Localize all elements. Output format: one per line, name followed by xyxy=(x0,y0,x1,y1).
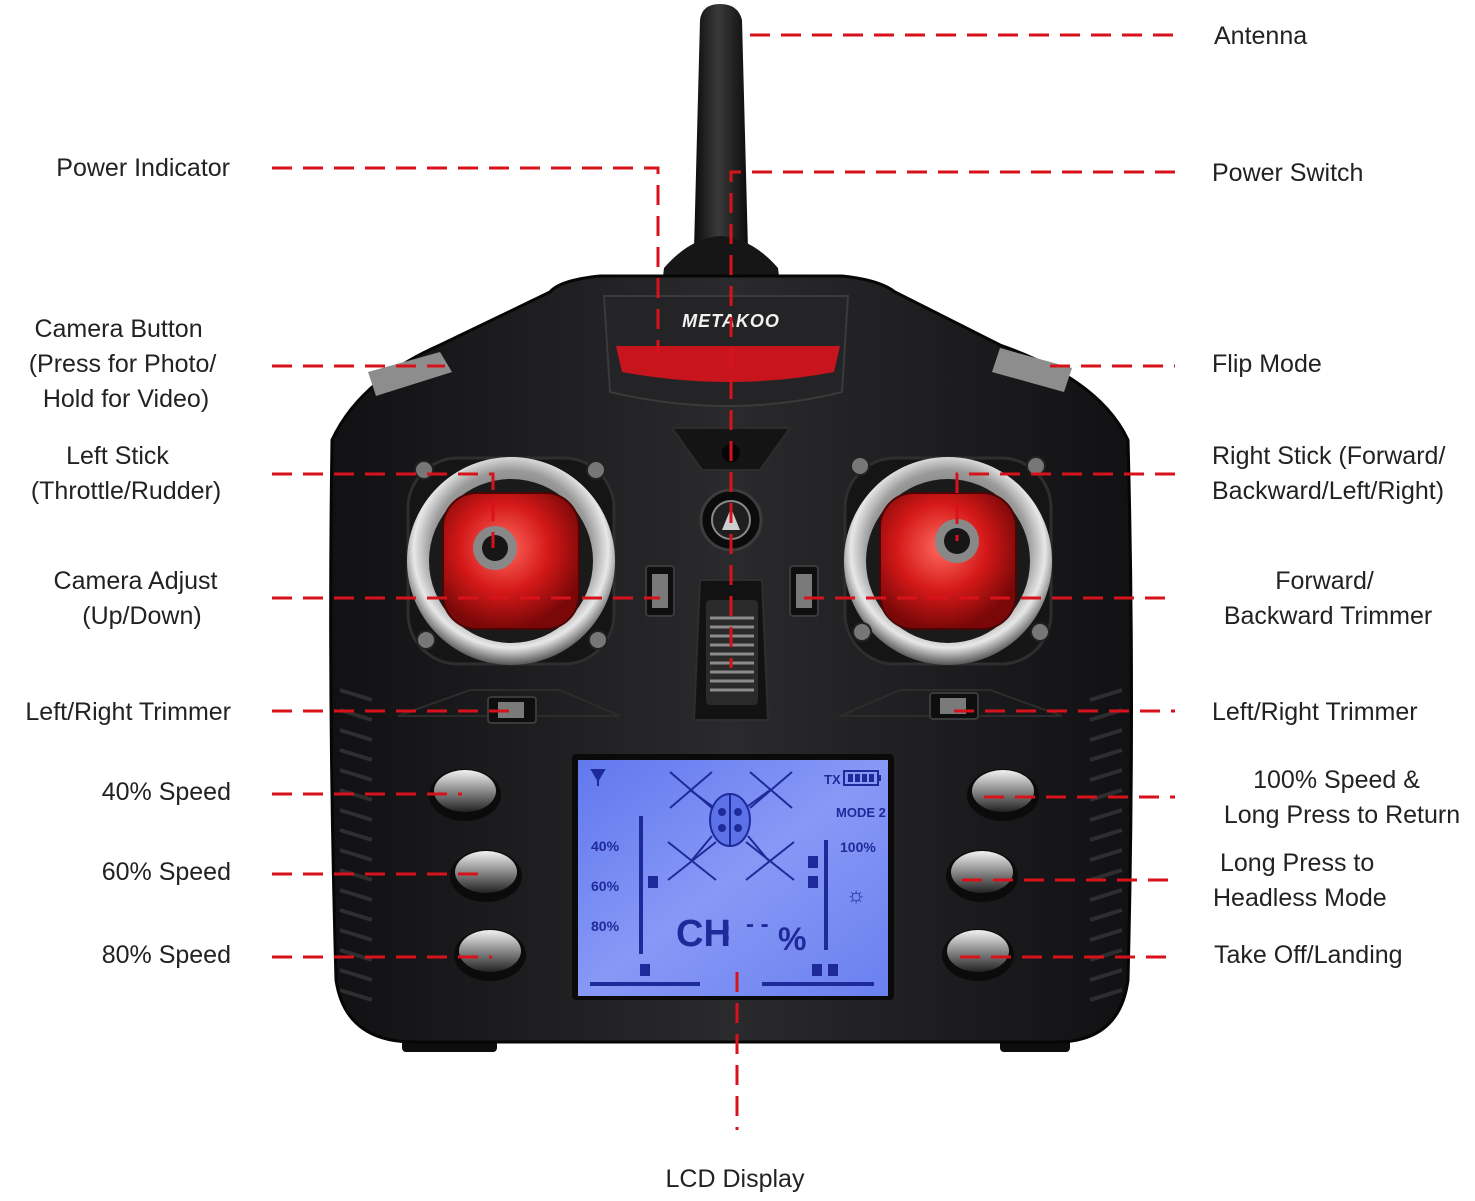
grip-ridge xyxy=(1089,928,1123,942)
grip-ridge xyxy=(1089,848,1123,862)
grip-ridge xyxy=(339,988,373,1002)
label-takeoff: Take Off/Landing xyxy=(1214,941,1403,969)
grip-ridge xyxy=(339,888,373,902)
label-lr-trimmer-right: Left/Right Trimmer xyxy=(1212,698,1418,726)
grip-ridge xyxy=(339,748,373,762)
grip-ridge xyxy=(1089,688,1123,702)
grip-ridges xyxy=(339,688,1123,1002)
pitch-marker-2 xyxy=(808,876,818,888)
grip-ridge xyxy=(339,928,373,942)
grip-ridge xyxy=(1089,908,1123,922)
grip-ridge xyxy=(339,728,373,742)
power-indicator-light xyxy=(616,346,840,382)
trim-marker-right xyxy=(812,964,822,976)
signal-icon xyxy=(590,769,606,786)
lcd-channel: CH xyxy=(676,913,731,955)
label-left-stick: Left Stick (Throttle/Rudder) xyxy=(31,442,221,505)
grip-ridge xyxy=(1089,888,1123,902)
grip-ridge xyxy=(1089,828,1123,842)
grip-ridge xyxy=(339,768,373,782)
lcd-display: TX MODE 2 100% 40% 60% 80% xyxy=(572,754,894,1000)
grip-ridge xyxy=(339,868,373,882)
camera-shoulder-button[interactable] xyxy=(368,352,452,396)
lcd-mode: MODE 2 xyxy=(836,805,886,820)
label-fb-trimmer: Forward/ Backward Trimmer xyxy=(1224,567,1432,630)
leader-lines xyxy=(272,33,1175,1130)
grip-ridge xyxy=(339,968,373,982)
grip-ridge xyxy=(339,828,373,842)
lcd-tx: TX xyxy=(824,772,841,787)
leader-power-switch xyxy=(729,170,1175,668)
forward-backward-trimmer[interactable] xyxy=(789,565,819,617)
label-speed-100: 100% Speed & Long Press to Return xyxy=(1224,766,1460,829)
speed-80-button[interactable] xyxy=(454,929,526,981)
trim-marker-right-2 xyxy=(828,964,838,976)
leader-right-stick xyxy=(955,472,1175,541)
throttle-bar xyxy=(639,816,643,954)
grip-ridge xyxy=(1089,748,1123,762)
pitch-marker xyxy=(808,856,818,868)
grip-ridge xyxy=(1089,968,1123,982)
speed-40-button[interactable] xyxy=(429,769,501,821)
grip-ridge xyxy=(1089,728,1123,742)
headless-mode-button[interactable] xyxy=(946,850,1018,902)
takeoff-landing-button[interactable] xyxy=(942,929,1014,981)
grip-ridge xyxy=(339,908,373,922)
label-right-stick: Right Stick (Forward/ Backward/Left/Righ… xyxy=(1212,442,1452,505)
grip-ridge xyxy=(339,808,373,822)
drone-icon xyxy=(667,771,795,881)
lcd-speed-60: 60% xyxy=(591,878,620,894)
camera-adjust-trimmer[interactable] xyxy=(645,565,675,617)
lcd-speed-40: 40% xyxy=(591,838,620,854)
pitch-bar xyxy=(824,840,828,950)
leader-power-indicator xyxy=(272,166,660,352)
throttle-marker xyxy=(648,876,658,888)
controller: METAKOO xyxy=(329,4,1133,1052)
label-power-switch: Power Switch xyxy=(1212,159,1363,187)
label-antenna: Antenna xyxy=(1214,22,1307,50)
trim-bar-left xyxy=(590,982,700,986)
label-camera-button: Camera Button (Press for Photo/ Hold for… xyxy=(29,315,224,413)
grip-ridge xyxy=(339,788,373,802)
label-lr-trimmer-left: Left/Right Trimmer xyxy=(25,698,231,726)
trim-bar-right xyxy=(762,982,874,986)
grip-ridge xyxy=(339,848,373,862)
grip-ridge xyxy=(1089,768,1123,782)
label-speed-80: 80% Speed xyxy=(102,941,231,969)
label-camera-adjust: Camera Adjust (Up/Down) xyxy=(54,567,225,630)
speed-100-return-button[interactable] xyxy=(967,769,1039,821)
trim-marker-left xyxy=(640,964,650,976)
antenna xyxy=(662,4,780,285)
speed-60-button[interactable] xyxy=(450,850,522,902)
lcd-speed-right: 100% xyxy=(840,839,876,855)
sun-icon: ☼ xyxy=(846,882,866,907)
label-speed-40: 40% Speed xyxy=(102,778,231,806)
label-flip-mode: Flip Mode xyxy=(1212,350,1322,378)
leader-left-stick xyxy=(272,472,495,548)
flip-slider[interactable] xyxy=(706,600,758,705)
label-speed-60: 60% Speed xyxy=(102,858,231,886)
grip-ridge xyxy=(1089,988,1123,1002)
label-power-indicator: Power Indicator xyxy=(56,154,230,182)
lcd-speed-80: 80% xyxy=(591,918,620,934)
right-stick[interactable] xyxy=(843,456,1053,666)
grip-ridge xyxy=(1089,868,1123,882)
battery-icon xyxy=(843,770,881,786)
grip-ridge xyxy=(339,688,373,702)
left-stick[interactable] xyxy=(406,456,616,666)
lcd-channel-value: - - xyxy=(746,911,769,938)
lcd-percent: % xyxy=(778,921,806,957)
label-headless: Long Press to Headless Mode xyxy=(1213,849,1387,912)
labels: Antenna Power Indicator Power Switch Cam… xyxy=(25,22,1460,1193)
label-lcd-display: LCD Display xyxy=(666,1165,805,1193)
lcd-colon: : xyxy=(722,915,731,946)
left-right-trimmer-left[interactable] xyxy=(397,689,621,724)
grip-ridge xyxy=(1089,808,1123,822)
flip-shoulder-button[interactable] xyxy=(992,348,1072,392)
